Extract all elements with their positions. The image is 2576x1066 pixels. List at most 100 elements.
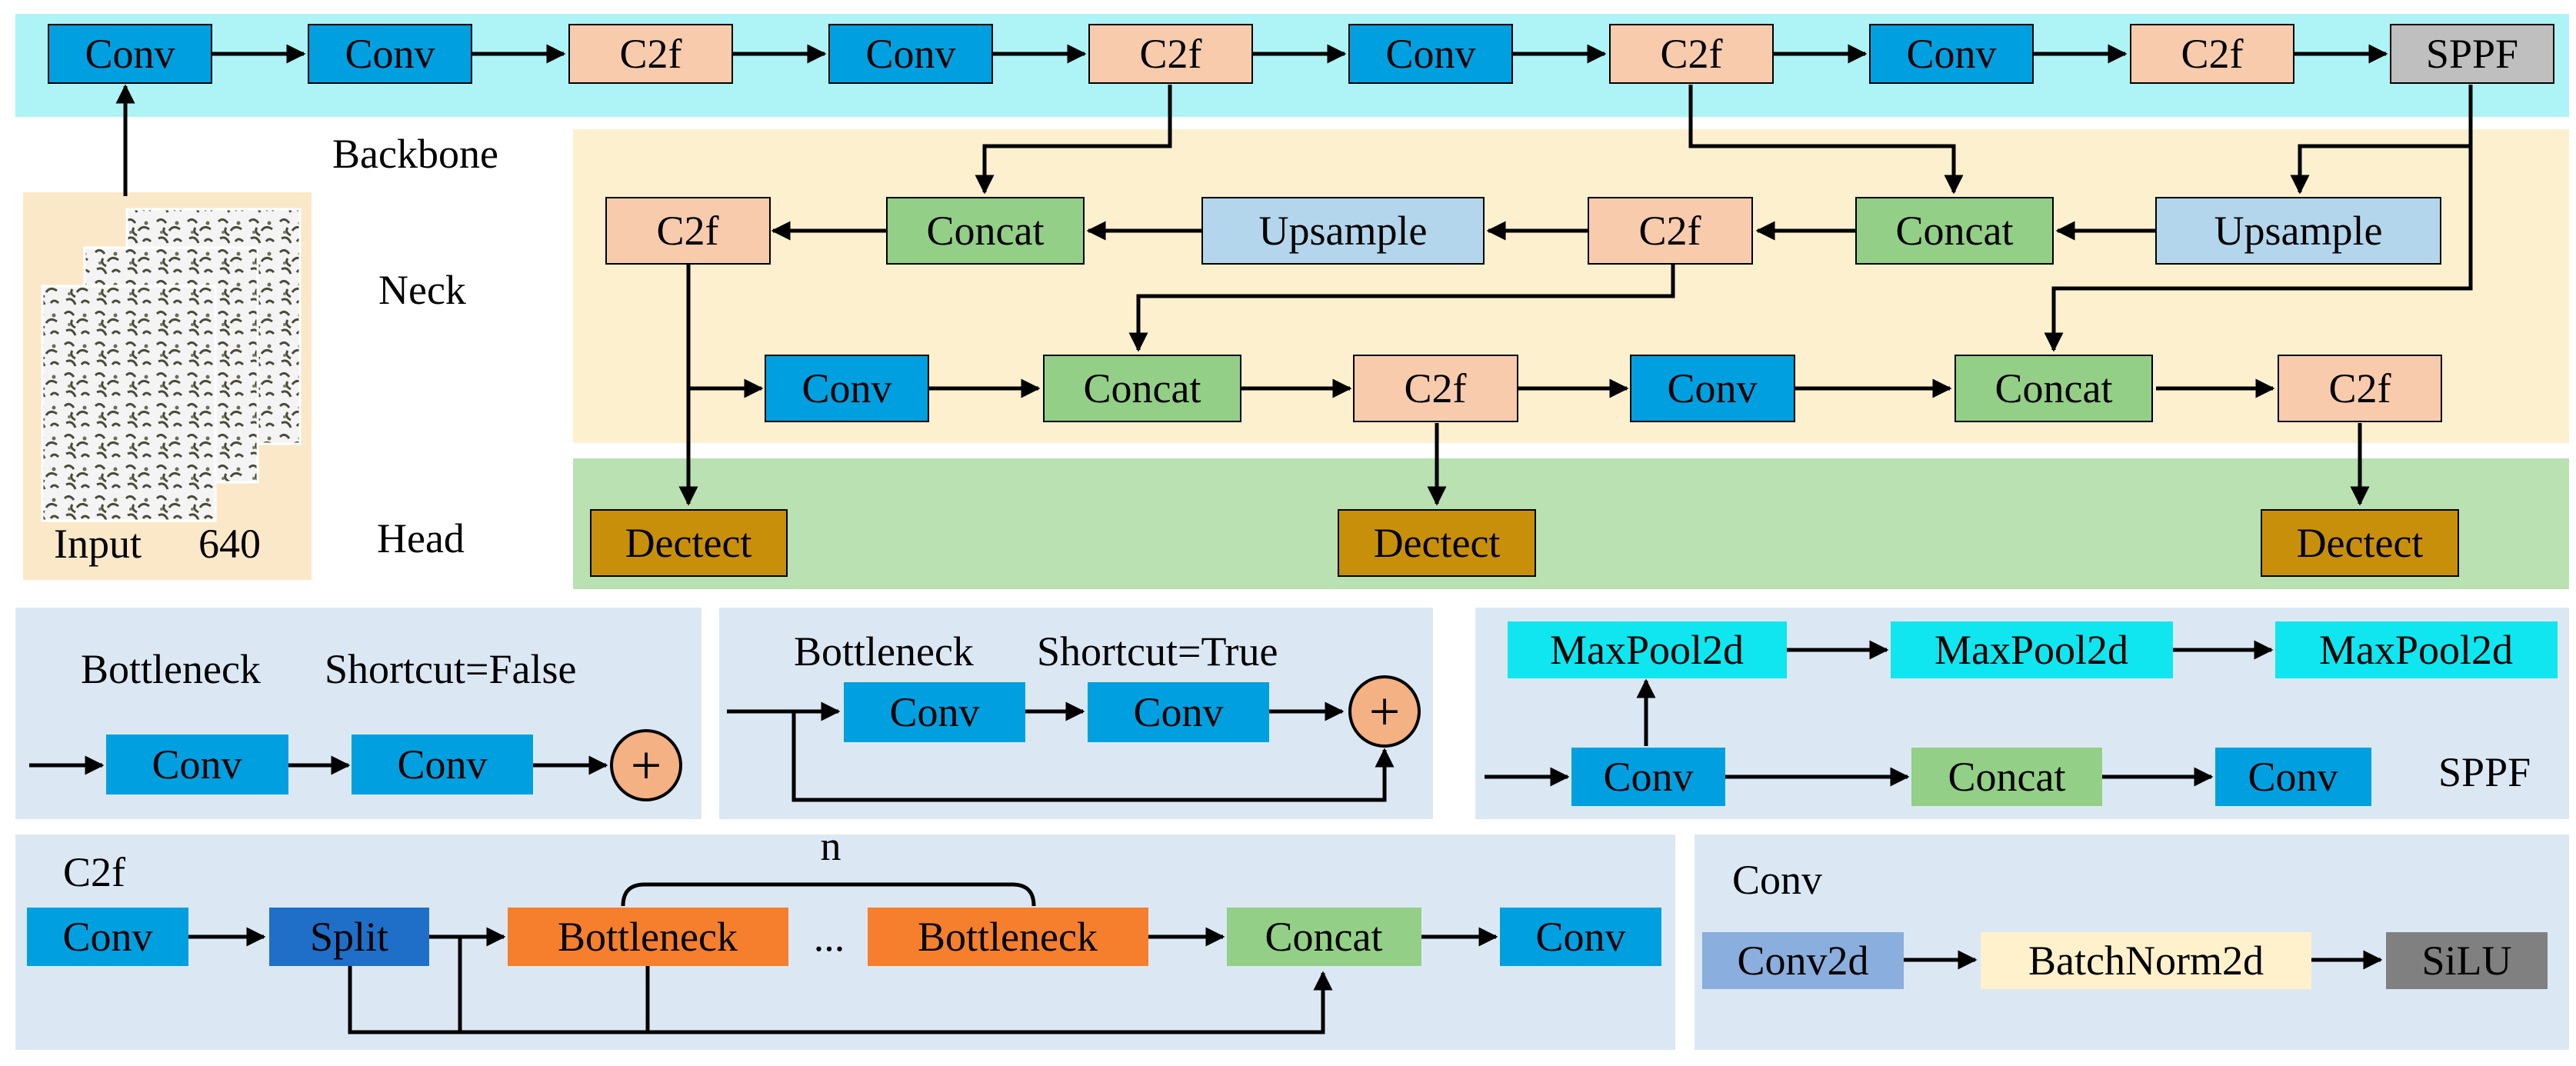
neck-concat-2: Concat	[1855, 197, 2054, 265]
c2f-split: Split	[269, 908, 429, 966]
neck-row2: Conv Concat C2f Conv Concat C2f	[765, 355, 2442, 422]
add-icon: +	[610, 729, 682, 801]
neck-conv-2: Conv	[1630, 355, 1795, 422]
backbone-conv-2: Conv	[308, 24, 472, 84]
block-label: MaxPool2d	[1934, 627, 2128, 673]
conv-detail-label: Conv	[1732, 857, 1822, 903]
sppf-conv-1: Conv	[1571, 748, 1725, 806]
c2f-conv-out: Conv	[1500, 908, 1661, 966]
bottleneck-true-title: Bottleneck	[794, 628, 974, 675]
c2f-detail: C2f n Conv Split Bottleneck ... Bottlene…	[27, 823, 1661, 966]
block-label: Conv	[1535, 914, 1625, 960]
block-label: MaxPool2d	[1550, 627, 1744, 673]
c2f-panel	[15, 834, 1675, 1050]
head-detect-1: Dectect	[590, 509, 788, 577]
add-icon: +	[1348, 675, 1421, 748]
add-symbol: +	[631, 735, 662, 796]
block-label: Upsample	[2214, 208, 2383, 254]
sppf-maxpool-2: MaxPool2d	[1891, 621, 2173, 678]
block-label: Conv	[62, 914, 152, 960]
block-label: Conv	[1667, 365, 1757, 411]
input-label: Input	[54, 521, 142, 567]
neck-c2f-3: C2f	[2278, 355, 2442, 422]
bottleneck-true-conv-1: Conv	[844, 682, 1025, 742]
block-label: C2f	[1405, 365, 1467, 411]
backbone-conv-3: Conv	[828, 24, 993, 84]
block-label: Conv	[85, 31, 175, 77]
bottleneck-false-detail: Bottleneck Shortcut=False Conv Conv +	[81, 646, 682, 801]
c2f-detail-label: C2f	[63, 849, 125, 895]
block-label: C2f	[2181, 31, 2244, 77]
block-label: SPPF	[2426, 31, 2518, 77]
block-label: Dectect	[2297, 520, 2424, 566]
c2f-bottleneck-2: Bottleneck	[868, 908, 1148, 966]
block-label: Bottleneck	[558, 914, 738, 960]
head-label: Head	[377, 515, 465, 561]
block-label: Dectect	[625, 520, 752, 566]
head-band	[573, 458, 2569, 589]
block-label: Conv	[1385, 31, 1475, 77]
block-label: C2f	[1661, 31, 1723, 77]
backbone-c2f-3: C2f	[1609, 24, 1774, 84]
neck-c2f-2: C2f	[1353, 355, 1518, 422]
neck-c2f-mid: C2f	[1588, 197, 1753, 265]
block-label: SiLU	[2421, 938, 2511, 984]
input-image	[41, 208, 302, 522]
backbone-c2f-1: C2f	[568, 24, 733, 84]
block-label: C2f	[620, 31, 682, 77]
block-label: MaxPool2d	[2319, 627, 2513, 673]
sppf-detail: MaxPool2d MaxPool2d MaxPool2d Conv Conca…	[1508, 621, 2558, 806]
block-label: Concat	[1265, 914, 1383, 960]
neck-upsample-1: Upsample	[1201, 197, 1485, 265]
head-detect-3: Dectect	[2261, 509, 2459, 577]
neck-c2f-left: C2f	[605, 197, 771, 265]
bottleneck-true-shortcut: Shortcut=True	[1037, 628, 1278, 675]
conv-detail-conv2d: Conv2d	[1702, 932, 1904, 989]
neck-concat-1: Concat	[886, 197, 1085, 265]
neck-row1: C2f Concat Upsample C2f Concat Upsample	[605, 197, 2441, 265]
head-blocks: Dectect Dectect Dectect	[590, 509, 2459, 577]
neck-concat-4: Concat	[1954, 355, 2153, 422]
backbone-c2f-2: C2f	[1088, 24, 1253, 84]
bottleneck-false-title: Bottleneck	[81, 646, 261, 692]
block-label: Conv	[1133, 689, 1223, 735]
backbone-c2f-4: C2f	[2130, 24, 2294, 84]
block-label: C2f	[657, 208, 719, 254]
sppf-conv-2: Conv	[2215, 748, 2371, 806]
c2f-bottleneck-1: Bottleneck	[508, 908, 788, 966]
sppf-maxpool-1: MaxPool2d	[1508, 621, 1787, 678]
bottleneck-true-conv-2: Conv	[1088, 682, 1269, 742]
bottleneck-false-conv-1: Conv	[106, 735, 288, 795]
conv-detail-silu: SiLU	[2386, 932, 2548, 989]
block-label: Conv2d	[1737, 938, 1868, 984]
block-label: Conv	[1906, 31, 1996, 77]
bottleneck-true-detail: Bottleneck Shortcut=True Conv Conv +	[794, 628, 1421, 748]
block-label: Conv	[2248, 754, 2338, 800]
c2f-concat: Concat	[1227, 908, 1421, 966]
neck-label: Neck	[378, 267, 466, 313]
neck-concat-3: Concat	[1043, 355, 1241, 422]
backbone-conv-4: Conv	[1348, 24, 1513, 84]
sppf-maxpool-3: MaxPool2d	[2275, 621, 2558, 678]
conv-detail-batchnorm: BatchNorm2d	[1981, 932, 2311, 989]
conv-detail: Conv Conv2d BatchNorm2d SiLU	[1702, 857, 2548, 989]
block-label: Concat	[1948, 754, 2066, 800]
head-detect-2: Dectect	[1338, 509, 1536, 577]
backbone-conv-5: Conv	[1869, 24, 2034, 84]
bottleneck-false-conv-2: Conv	[352, 735, 533, 795]
backbone-sppf: SPPF	[2390, 24, 2554, 84]
block-label: Conv	[152, 741, 242, 788]
block-label: Bottleneck	[918, 914, 1098, 960]
bottleneck-false-shortcut: Shortcut=False	[325, 646, 576, 692]
neck-conv-1: Conv	[765, 355, 929, 422]
block-label: Upsample	[1259, 208, 1428, 254]
block-label: Concat	[927, 208, 1045, 254]
connectors	[29, 44, 2473, 1034]
block-label: Conv	[865, 31, 955, 77]
sppf-detail-label: SPPF	[2438, 749, 2531, 795]
input-size: 640	[198, 521, 261, 567]
block-label: Conv	[801, 365, 891, 411]
c2f-conv-in: Conv	[27, 908, 188, 966]
block-label: Conv	[397, 741, 487, 788]
block-label: Conv	[889, 689, 979, 735]
